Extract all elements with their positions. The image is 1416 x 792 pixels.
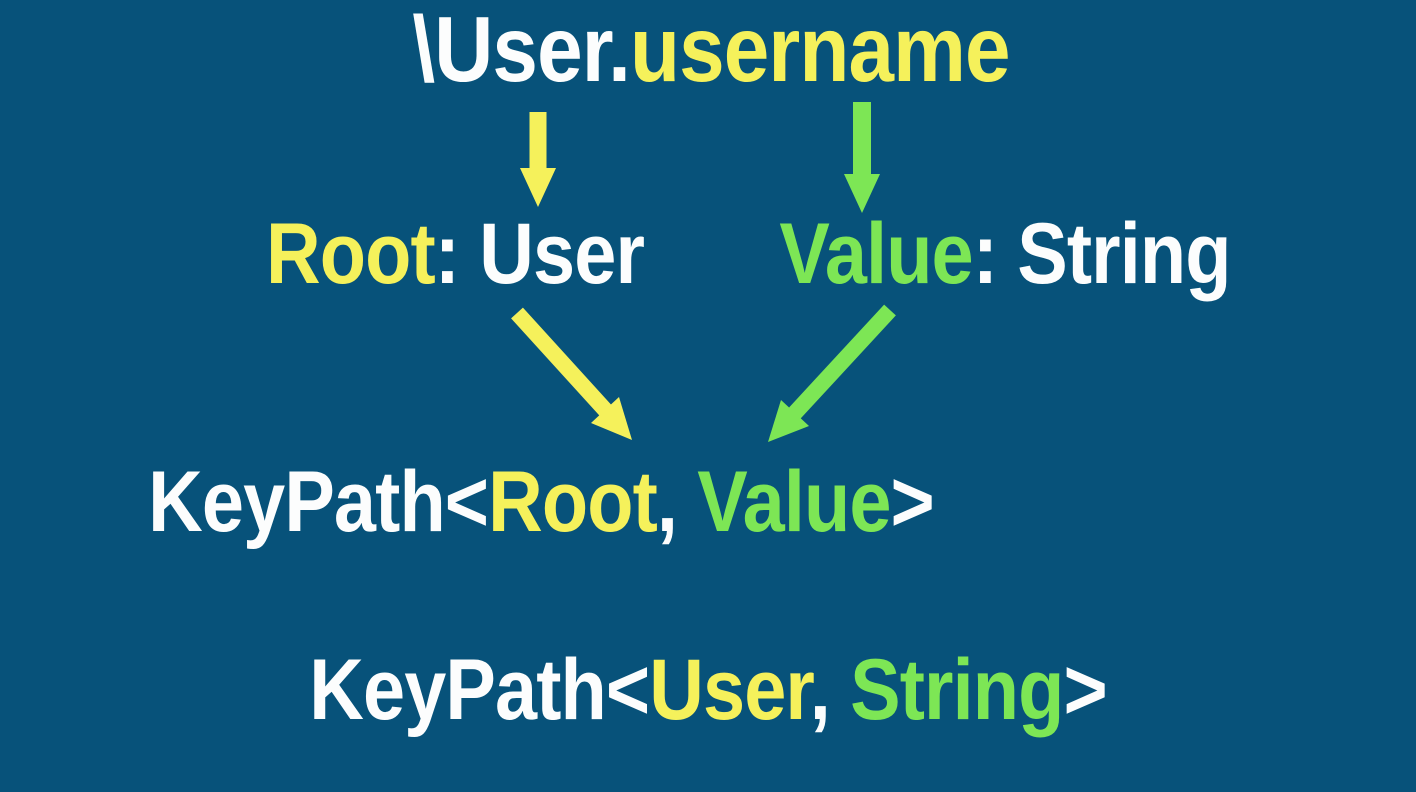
- arrow-value-to-signature-head: [768, 400, 809, 442]
- generic-signature-prefix: KeyPath<: [148, 454, 489, 550]
- keypath-expression: \User.username: [412, 3, 1010, 96]
- arrow-root-to-signature-head: [591, 397, 632, 440]
- concrete-signature-close: >: [1063, 642, 1107, 738]
- concrete-keypath-signature: KeyPath<User, String>: [309, 647, 1107, 733]
- arrow-expression-to-root-head: [520, 168, 556, 207]
- root-parameter-binding: : User: [434, 206, 645, 302]
- concrete-signature-value: String: [850, 642, 1064, 738]
- root-parameter-name: Root: [265, 206, 436, 302]
- arrow-root-to-signature-shaft: [511, 307, 613, 418]
- concrete-signature-root: User: [649, 642, 810, 738]
- value-parameter-name: Value: [779, 206, 973, 302]
- arrow-value-to-signature: [768, 304, 896, 442]
- generic-keypath-signature: KeyPath<Root, Value>: [148, 459, 935, 545]
- arrow-root-to-signature: [511, 307, 632, 440]
- generic-signature-root: Root: [488, 454, 658, 550]
- concrete-signature-prefix: KeyPath<: [309, 642, 650, 738]
- expression-value-part: username: [630, 0, 1011, 101]
- generic-signature-comma: ,: [656, 454, 698, 550]
- generic-signature-value: Value: [697, 454, 891, 550]
- arrow-expression-to-root: [520, 112, 556, 207]
- expression-root-part: \User.: [412, 0, 631, 101]
- concrete-signature-comma: ,: [809, 642, 851, 738]
- arrow-expression-to-value-head: [844, 174, 880, 213]
- generic-signature-close: >: [890, 454, 935, 550]
- value-type-label: Value: String: [779, 211, 1231, 297]
- arrow-expression-to-value: [844, 102, 880, 213]
- arrow-value-to-signature-shaft: [787, 304, 896, 421]
- root-type-label: Root: User: [266, 211, 645, 297]
- value-parameter-binding: : String: [972, 206, 1232, 302]
